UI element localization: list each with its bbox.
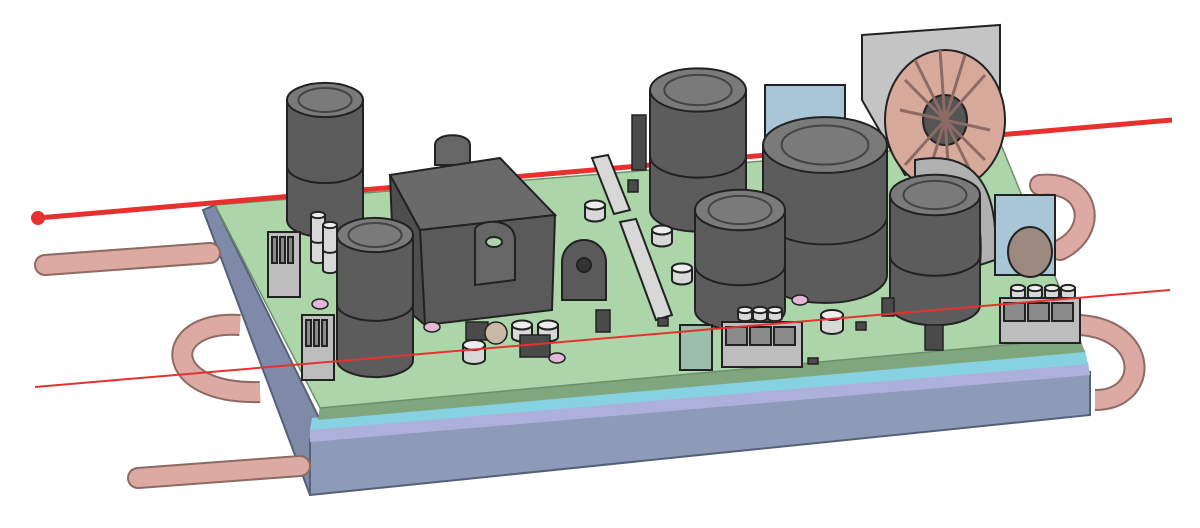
- connector-icon: [721, 321, 803, 368]
- coolant-pipe-right-lower-fill: [1078, 316, 1144, 409]
- small-capacitor-icon: [1010, 283, 1026, 301]
- coolant-pipe-left-loop-fill: [173, 315, 261, 402]
- small-capacitor-icon: [322, 220, 338, 275]
- ic-chip-icon: [595, 309, 611, 333]
- coolant-pipes-front: [34, 242, 311, 489]
- ic-chip-icon: [924, 324, 944, 351]
- small-capacitor-icon: [651, 224, 673, 248]
- small-capacitor-icon: [1044, 283, 1060, 301]
- ic-chip-icon: [627, 179, 639, 193]
- ic-chip-icon: [881, 297, 895, 317]
- connector-icon: [301, 314, 335, 381]
- ic-chip-icon: [631, 114, 647, 171]
- pcb-edge: [318, 338, 1085, 420]
- pad-icon: [423, 321, 441, 333]
- small-capacitor-icon: [1060, 283, 1076, 301]
- component-green-block: [679, 324, 713, 371]
- capacitor-icon: [889, 173, 981, 327]
- pad-icon: [311, 298, 329, 310]
- coolant-pipe-inlet-upper-fill: [36, 244, 219, 274]
- coolant-pipe-right-upper-fill: [1031, 175, 1094, 259]
- small-components: [267, 114, 1081, 381]
- connector-icon: [999, 297, 1081, 344]
- coolant-pipes-back: [171, 173, 1146, 411]
- card-slot-connector-upper: [590, 153, 632, 216]
- small-capacitor-icon: [310, 210, 326, 265]
- small-capacitor-icon: [511, 319, 533, 343]
- ic-chip-icon: [657, 317, 669, 327]
- small-capacitor-icon: [737, 305, 753, 323]
- small-capacitor-icon: [671, 262, 693, 286]
- marker-line-endpoint: [31, 211, 45, 225]
- small-capacitor-icon: [584, 199, 606, 223]
- round-component-beige-small: [484, 321, 508, 345]
- pad-icon: [791, 294, 809, 306]
- capacitor-icon: [762, 116, 888, 304]
- small-capacitor-icon: [462, 339, 486, 365]
- small-capacitor-icon: [752, 305, 768, 323]
- thermal-interface-layer: [310, 350, 1088, 430]
- round-component-beige: [1007, 226, 1053, 278]
- ic-chip-icon: [807, 357, 819, 365]
- small-capacitor-icon: [820, 309, 844, 335]
- coolant-pipe-inlet-lower-fill: [129, 457, 309, 487]
- marker-line-lower: [34, 289, 1171, 388]
- small-capacitor-icon: [767, 305, 783, 323]
- pad-icon: [548, 352, 566, 364]
- capacitor-icon: [286, 81, 364, 239]
- capacitor-icon: [336, 216, 414, 379]
- capacitors: [286, 67, 981, 379]
- lavender-layer: [310, 362, 1090, 442]
- transformer-icon: [388, 134, 558, 328]
- ic-chip-icon: [855, 321, 867, 331]
- card-slot-connector-lower: [618, 217, 674, 322]
- connector-icon: [267, 231, 301, 298]
- small-inductor-icon: [561, 239, 607, 301]
